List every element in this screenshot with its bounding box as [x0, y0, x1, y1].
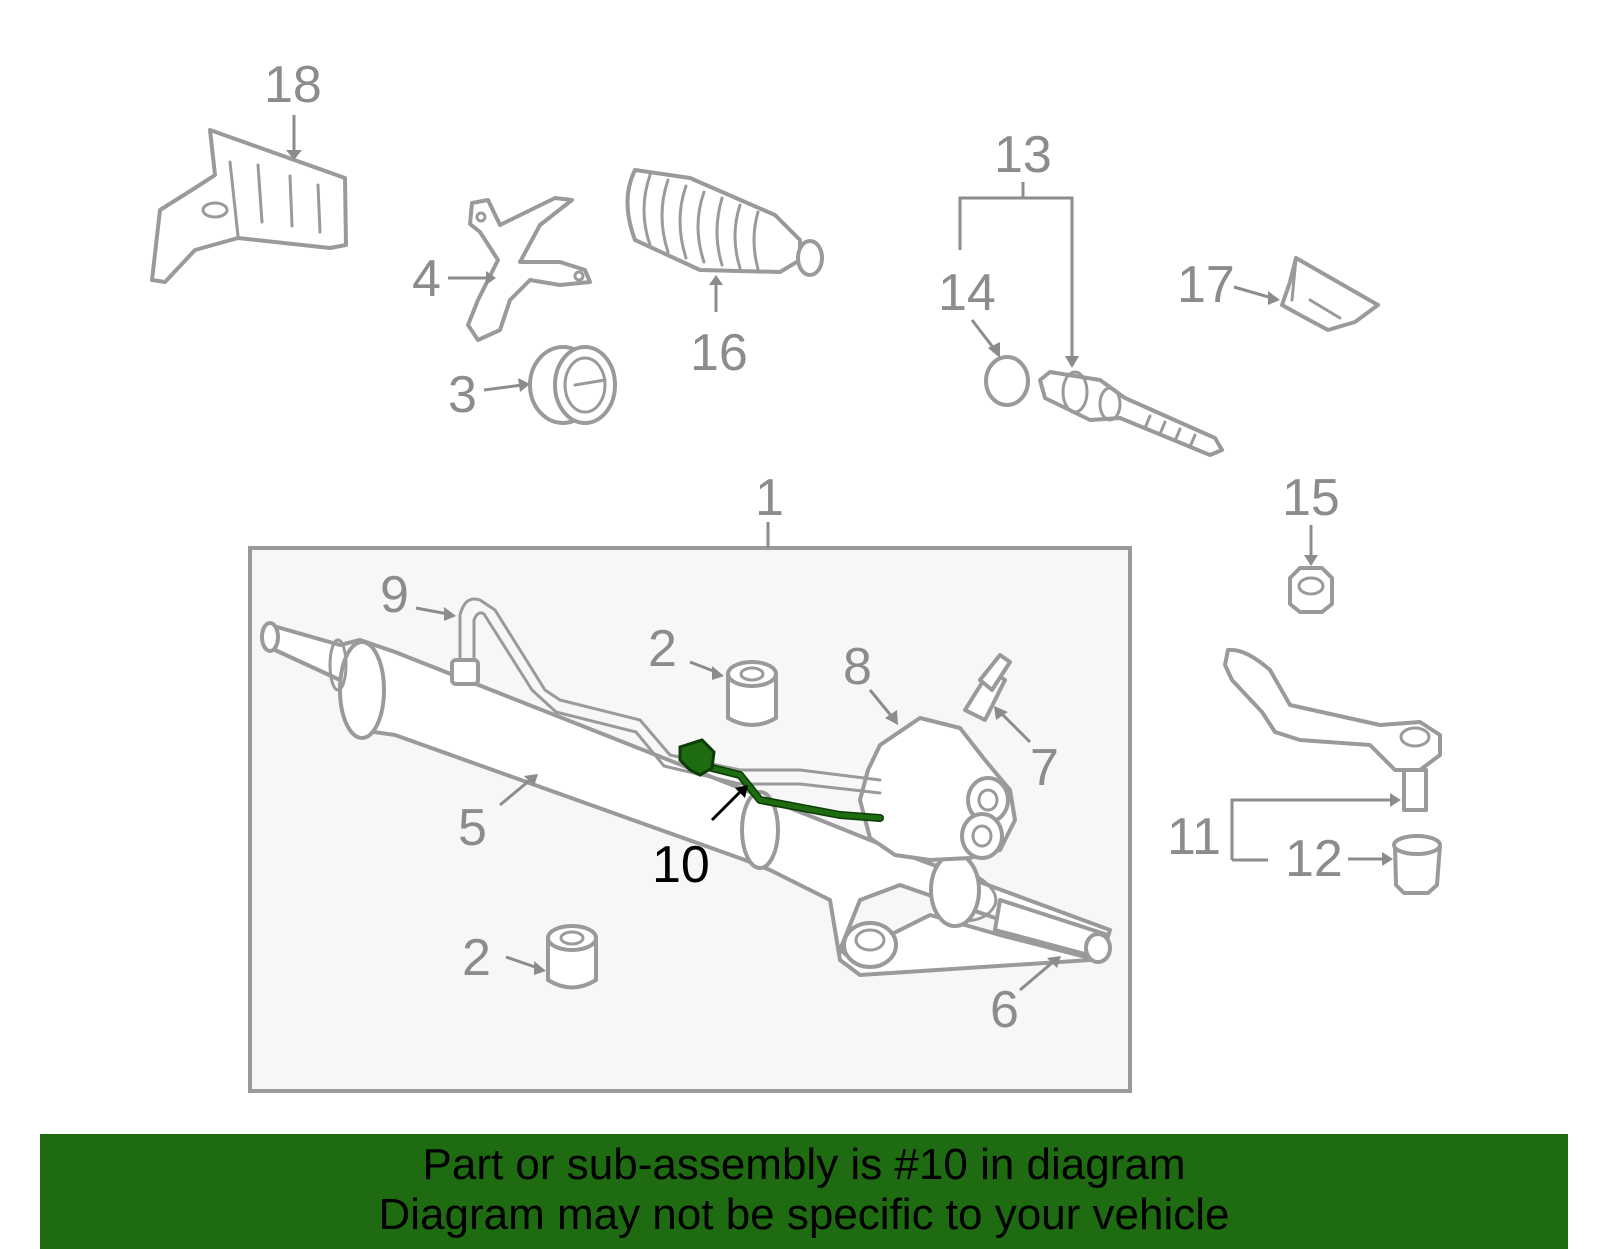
leader-14 — [970, 319, 997, 351]
callout-16: 16 — [690, 324, 748, 382]
bracket-11 — [1230, 798, 1393, 860]
footer-banner: Part or sub-assembly is #10 in diagram D… — [40, 1134, 1568, 1249]
callout-6: 6 — [990, 981, 1019, 1039]
arrow-3 — [518, 378, 530, 392]
arrow-2-lower — [534, 961, 546, 975]
arrow-9 — [444, 607, 456, 621]
arrow-17 — [1268, 291, 1280, 305]
leader-7 — [998, 710, 1032, 744]
part-13-tie-rod — [1038, 370, 1224, 457]
part-16-boot — [625, 168, 824, 277]
arrow-15 — [1304, 555, 1318, 566]
leader-6 — [1019, 960, 1054, 992]
callout-4: 4 — [412, 250, 441, 308]
leader-2-upper — [689, 660, 717, 674]
arrow-5 — [524, 774, 538, 786]
callout-18: 18 — [264, 56, 322, 114]
bracket-13 — [958, 196, 1074, 360]
callout-2-upper: 2 — [648, 620, 677, 678]
footer-line-1: Part or sub-assembly is #10 in diagram — [422, 1140, 1186, 1189]
callout-11: 11 — [1167, 808, 1221, 866]
callout-13: 13 — [994, 126, 1052, 184]
part-11-tie-rod-end — [1223, 647, 1442, 812]
leader-5 — [499, 778, 531, 807]
arrow-16 — [709, 275, 723, 285]
part-2-mount-lower — [546, 924, 598, 990]
arrow-18 — [286, 150, 302, 160]
part-8-valve-body — [858, 653, 1017, 862]
part-4-bracket — [466, 196, 592, 342]
part-2-mount-upper — [726, 660, 778, 727]
callout-8: 8 — [843, 638, 872, 696]
arrow-7 — [994, 706, 1008, 720]
part-10-hose — [678, 738, 884, 822]
part-9-pipe — [450, 597, 882, 795]
callout-10: 10 — [652, 836, 710, 894]
callout-3: 3 — [448, 366, 477, 424]
callout-2-lower: 2 — [462, 929, 491, 987]
part-14-o-ring — [984, 355, 1030, 407]
arrow-4 — [486, 271, 496, 285]
callout-5: 5 — [458, 799, 487, 857]
part-17-shield — [1280, 256, 1380, 332]
callout-15: 15 — [1282, 469, 1340, 527]
arrow-8 — [885, 710, 898, 725]
arrow-12 — [1382, 852, 1393, 866]
callout-7: 7 — [1030, 739, 1059, 797]
part-5-rack-housing — [260, 621, 1112, 977]
leader-9 — [415, 606, 449, 616]
arrow-11 — [1390, 793, 1401, 807]
leader-3 — [483, 383, 523, 392]
part-18-bracket — [150, 128, 348, 284]
callout-1: 1 — [755, 469, 784, 527]
callout-9: 9 — [380, 566, 409, 624]
arrow-10 — [735, 785, 748, 798]
arrow-2-upper — [712, 666, 724, 680]
callout-14: 14 — [938, 264, 996, 322]
arrow-14 — [988, 342, 1000, 358]
footer-line-2: Diagram may not be specific to your vehi… — [378, 1190, 1230, 1239]
callout-12: 12 — [1285, 830, 1343, 888]
part-3-bushing — [528, 345, 617, 425]
arrow-13 — [1065, 356, 1079, 368]
leader-17 — [1233, 285, 1273, 300]
part-12-boot — [1392, 834, 1442, 895]
callout-17: 17 — [1177, 256, 1235, 314]
arrow-6 — [1047, 956, 1061, 968]
part-15-nut — [1288, 566, 1334, 614]
leader-2-lower — [505, 955, 539, 970]
leader-10 — [710, 788, 744, 822]
leader-8 — [868, 689, 895, 719]
